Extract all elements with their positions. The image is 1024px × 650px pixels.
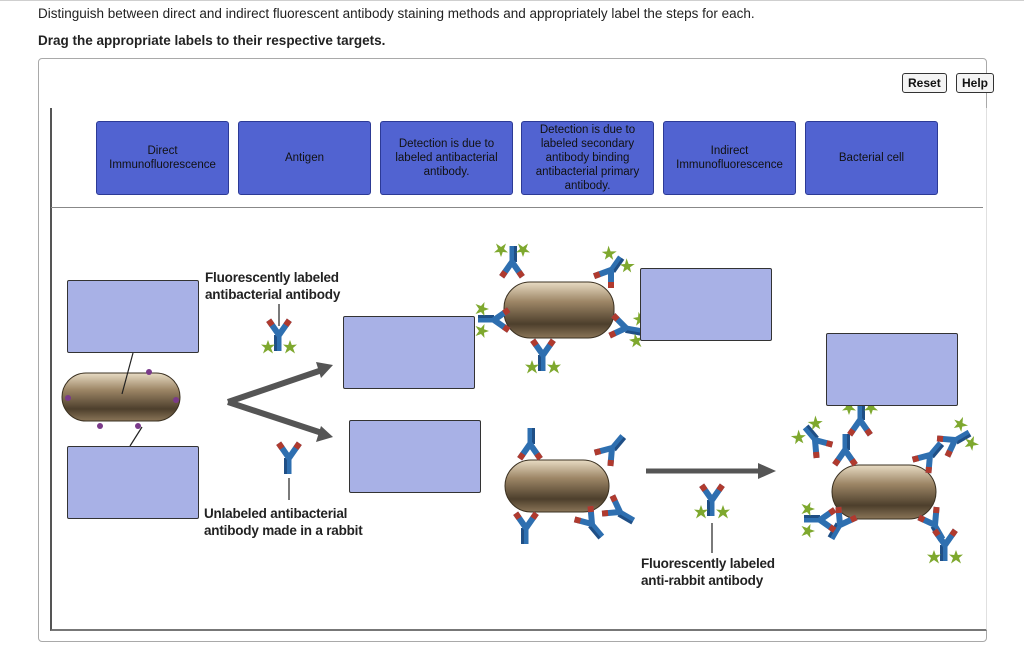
bacterium-icon (831, 464, 937, 520)
label-bacterial-cell[interactable]: Bacterial cell (805, 121, 938, 195)
label-antigen[interactable]: Antigen (238, 121, 371, 195)
instruction-text: Drag the appropriate labels to their res… (38, 33, 386, 48)
bacterium-icon (504, 459, 610, 513)
drop-target-5[interactable] (640, 268, 772, 341)
arrow-icon (227, 362, 776, 479)
label-direct-immunofluorescence[interactable]: Direct Immunofluorescence (96, 121, 229, 195)
top-divider (0, 0, 1024, 1)
question-text: Distinguish between direct and indirect … (38, 6, 755, 21)
label-indirect-detection[interactable]: Detection is due to labeled secondary an… (521, 121, 654, 195)
bacterium-icon (61, 369, 181, 429)
fluor-antibody-label: Fluorescently labeled antibacterial anti… (205, 270, 341, 302)
help-button[interactable]: Help (956, 73, 995, 93)
drop-target-3[interactable] (343, 316, 475, 389)
unlabeled-antibody-label: Unlabeled antibacterial antibody made in… (204, 506, 363, 538)
drop-target-1[interactable] (67, 280, 199, 353)
drop-target-4[interactable] (349, 420, 481, 493)
reset-button[interactable]: Reset (902, 73, 947, 93)
drop-target-6[interactable] (826, 333, 958, 406)
antibody-icon (261, 319, 730, 519)
label-indirect-immunofluorescence[interactable]: Indirect Immunofluorescence (663, 121, 796, 195)
anti-rabbit-antibody-label: Fluorescently labeled anti-rabbit antibo… (641, 556, 775, 588)
drop-target-2[interactable] (67, 446, 199, 519)
bacterium-icon (503, 281, 615, 339)
label-bank-divider (51, 207, 983, 208)
label-direct-detection[interactable]: Detection is due to labeled antibacteria… (380, 121, 513, 195)
